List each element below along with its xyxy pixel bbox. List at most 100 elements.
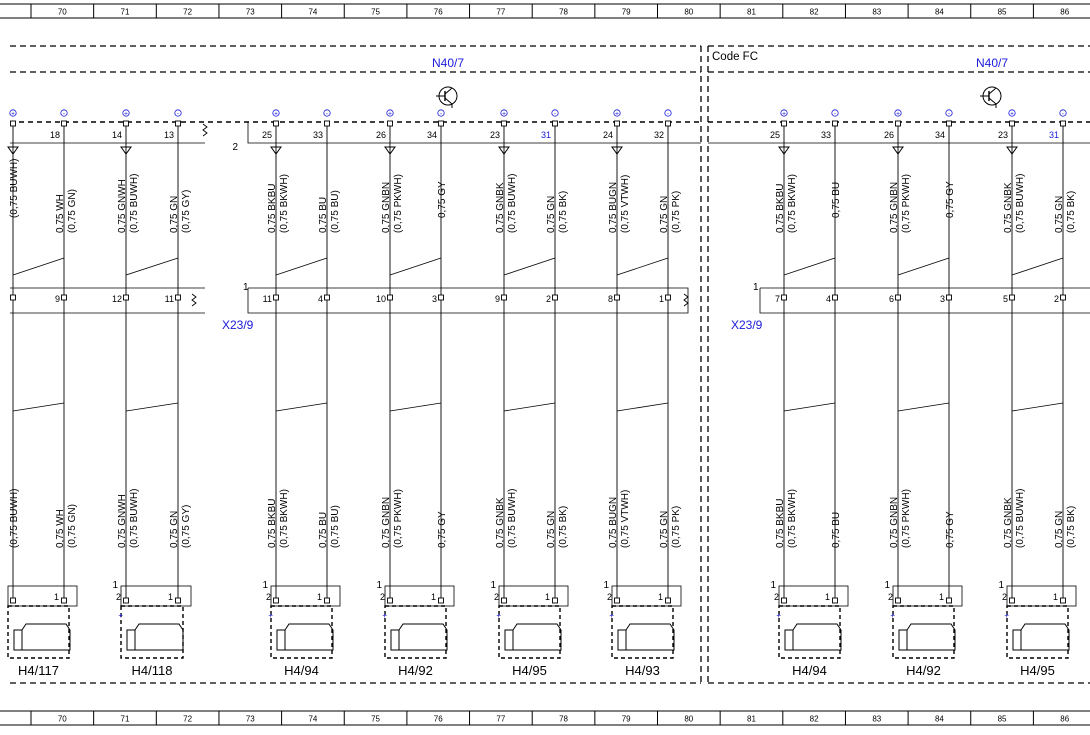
connector-marker: 1 — [376, 580, 382, 591]
pin-number: 1 — [939, 592, 944, 602]
transistor-icon — [988, 87, 997, 95]
plus-marker: + — [382, 611, 387, 620]
column-number: 76 — [434, 715, 443, 724]
pin-number: 34 — [427, 130, 437, 140]
pin-stub — [324, 120, 330, 127]
wire-color-label: (0,75 BK) — [558, 506, 569, 548]
ground-arrow-icon — [270, 146, 282, 155]
speaker-icon — [284, 623, 334, 651]
pin-stub — [895, 120, 901, 127]
polarity-marker — [1008, 109, 1016, 117]
polarity-marker — [122, 109, 130, 117]
pin-number: 8 — [608, 294, 613, 304]
speaker-icon — [13, 629, 23, 651]
cable-bundle-line — [389, 257, 442, 276]
pin-stub — [665, 120, 671, 127]
wire-color-label: (0,75 GN) — [67, 504, 78, 548]
wire-color-label: 0,75 BKBU — [775, 184, 786, 233]
ground-arrow-icon — [498, 146, 510, 155]
wire-color-label: (0,75 PK) — [671, 191, 682, 233]
pin-number: 2 — [380, 592, 385, 602]
plus-marker: + — [1004, 611, 1009, 620]
speaker-connector — [892, 585, 963, 607]
connector-block — [247, 287, 689, 314]
pin-number: 1 — [317, 592, 322, 602]
wire-color-label: (0,75 BU) — [330, 505, 341, 548]
column-number: 73 — [246, 715, 255, 724]
wire-color-label: (0,75 GY) — [181, 505, 192, 548]
pin-stub — [387, 294, 393, 301]
pin-number: 2 — [546, 294, 551, 304]
pin-stub — [123, 120, 129, 127]
column-number: 86 — [1060, 715, 1069, 724]
cable-bundle-line — [275, 402, 328, 412]
wire-color-label: 0,75 GN — [546, 196, 557, 233]
pin-stub — [273, 120, 279, 127]
wire-color-label: 0,75 GN — [659, 196, 670, 233]
pin-stub — [438, 294, 444, 301]
wire-color-label: 0,75 BU — [831, 512, 842, 548]
pin-number: 24 — [603, 130, 613, 140]
column-number: 76 — [434, 8, 443, 17]
pin-number: 1 — [168, 592, 173, 602]
speaker-label: H4/95 — [1020, 663, 1055, 678]
module-bracket — [247, 122, 701, 144]
wire-color-label: (0,75 BUWH) — [1015, 489, 1026, 548]
pin-stub — [1060, 597, 1066, 604]
pin-number: 25 — [770, 130, 780, 140]
wire-color-label: 0,75 GNBN — [889, 497, 900, 548]
module-frames — [10, 45, 1090, 684]
cable-bundle-line — [503, 257, 556, 276]
pin-number: 31 — [1049, 130, 1059, 140]
column-number: 86 — [1060, 8, 1069, 17]
connector-marker: 1 — [243, 282, 249, 293]
column-number: 73 — [246, 8, 255, 17]
pin-stub — [61, 120, 67, 127]
polarity-marker — [894, 109, 902, 117]
polarity-sign: - — [440, 111, 442, 118]
wire-color-label: 0,75 GNWH — [117, 494, 128, 548]
pin-stub — [438, 120, 444, 127]
plus-marker: + — [776, 611, 781, 620]
connector-block-bottom — [759, 288, 1090, 314]
pin-stub — [324, 597, 330, 604]
pin-number: 5 — [1003, 294, 1008, 304]
wire-color-label: 0,75 BU — [318, 197, 329, 233]
polarity-sign: - — [177, 111, 179, 118]
polarity-marker — [831, 109, 839, 117]
speaker-connector — [7, 585, 78, 607]
cable-bundle-line — [389, 402, 442, 412]
cable-bundle-line — [616, 257, 669, 276]
speaker-frame — [498, 605, 561, 659]
pin-stub — [175, 120, 181, 127]
pin-stub — [1009, 294, 1015, 301]
column-number: 82 — [810, 715, 819, 724]
shield-mark — [202, 123, 208, 137]
connector-marker: 1 — [490, 580, 496, 591]
column-number: 71 — [121, 8, 130, 17]
pin-stub — [324, 294, 330, 301]
speaker-label: H4/95 — [512, 663, 547, 678]
speaker-icon — [1012, 629, 1022, 651]
connector-marker: 1 — [884, 580, 890, 591]
wire-color-label: 0,75 GY — [945, 511, 956, 548]
speaker-icon — [617, 629, 627, 651]
wire-color-label: 0,75 BKBU — [775, 499, 786, 548]
polarity-sign: + — [896, 111, 900, 118]
ground-arrow-icon — [120, 146, 132, 155]
shield-mark — [191, 293, 197, 307]
pin-stub — [832, 120, 838, 127]
plus-marker: + — [118, 611, 123, 620]
pin-stub — [832, 597, 838, 604]
speaker-connector — [384, 585, 455, 607]
speaker-label: H4/94 — [284, 663, 319, 678]
wire-color-label: (0,75 PK) — [671, 506, 682, 548]
wire-color-label: 0,75 GNBN — [381, 497, 392, 548]
connector-marker: 1 — [998, 580, 1004, 591]
speaker-icon — [792, 623, 842, 651]
ground-arrow-icon — [7, 146, 19, 155]
pin-stub — [1060, 120, 1066, 127]
speaker-frame — [7, 605, 70, 659]
speaker-icon — [906, 623, 956, 651]
wire-color-label: (0,75 BK) — [558, 191, 569, 233]
